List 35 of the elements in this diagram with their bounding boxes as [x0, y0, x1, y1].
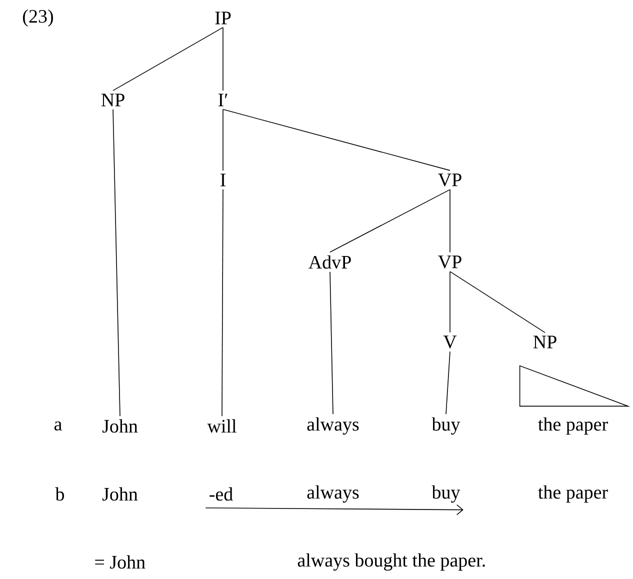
branch-line — [112, 109, 120, 416]
branch-line — [222, 189, 224, 416]
tree-label: I′ — [218, 94, 228, 106]
branch-line — [446, 351, 450, 415]
tree-label: I — [220, 174, 226, 186]
word: John — [102, 487, 138, 501]
gloss: = John — [95, 555, 146, 569]
movement-arrow — [205, 504, 464, 516]
branch-line — [112, 27, 224, 91]
tree-label: NP — [533, 336, 556, 348]
word: will — [207, 419, 236, 433]
branch-line — [450, 271, 546, 333]
word: buy — [432, 417, 460, 435]
branch-line — [330, 189, 450, 252]
word: the paper — [538, 485, 608, 503]
branch-line — [222, 27, 224, 91]
tree-label: VP — [438, 174, 462, 186]
tree-label: V — [443, 336, 457, 348]
row-letter: a — [54, 421, 62, 431]
word: always — [307, 485, 359, 503]
branch-line — [330, 271, 334, 415]
word: John — [102, 419, 138, 433]
tree-label: NP — [101, 94, 124, 106]
gloss: always bought the paper. — [298, 553, 485, 571]
tree-label: AdvP — [308, 255, 351, 269]
word: the paper — [538, 417, 608, 435]
word: always — [307, 417, 359, 435]
example-number: (23) — [23, 9, 53, 27]
row-letter: b — [55, 487, 64, 501]
word: buy — [432, 485, 460, 503]
tree-label: VP — [438, 256, 462, 268]
word: -ed — [210, 487, 233, 501]
branch-line — [222, 109, 224, 171]
tree-label: IP — [215, 12, 231, 24]
branch-line — [222, 109, 450, 171]
